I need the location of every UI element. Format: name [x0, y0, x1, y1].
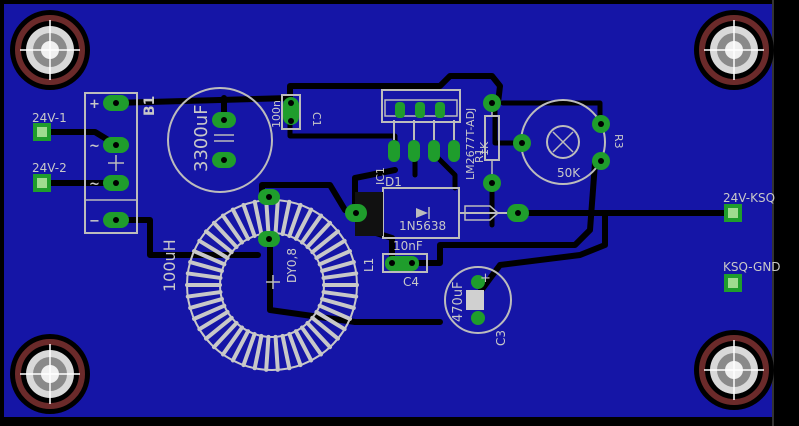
capacitor-c3: + 470uF C3: [444, 266, 512, 346]
toroid-winding: [197, 310, 230, 332]
capacitor-c3-value: 470uF: [451, 281, 466, 322]
toroid-winding: [204, 229, 234, 255]
inductor-l1-wire: DY0,8: [285, 248, 299, 283]
toroid-winding: [211, 220, 239, 249]
diode-d1-ref: D1: [385, 175, 402, 189]
connector-ksq-gnd-label: KSQ-GND: [723, 260, 781, 274]
toroid-winding: [310, 229, 340, 255]
toroid-winding: [293, 329, 314, 363]
connector-24v-ksq: 24V-KSQ: [723, 191, 775, 222]
capacitor-c3-polarity: +: [480, 271, 491, 286]
resistor-r1-value: 1K: [478, 141, 491, 156]
capacitor-c4-ref: C4: [403, 275, 419, 289]
toroid-winding: [204, 315, 234, 341]
potentiometer-r3: 50K R3: [513, 99, 625, 185]
toroid-winding: [211, 321, 239, 350]
connector-24v-1: 24V-1: [32, 111, 67, 141]
toroid-winding: [197, 238, 230, 260]
connector-ksq-gnd: KSQ-GND: [723, 260, 781, 292]
bridge-pin-3-label: ~: [89, 177, 100, 192]
regulator-ic1-part: LM2677T-ADJ: [464, 108, 477, 180]
diode-d1: D1 1N5638: [345, 175, 529, 239]
toroid-winding: [185, 271, 223, 280]
toroid-winding: [293, 207, 314, 241]
toroid-winding: [314, 310, 347, 332]
mounting-hole-bottom-right: [694, 330, 774, 410]
toroid-winding: [252, 333, 264, 371]
potentiometer-r3-ref: R3: [612, 134, 625, 149]
toroid-winding: [252, 199, 264, 237]
toroid-winding: [230, 329, 251, 363]
toroid-winding: [185, 290, 223, 299]
inductor-l1-ref: L1: [362, 258, 376, 272]
toroid-winding: [314, 238, 347, 260]
toroid-winding: [305, 321, 333, 350]
toroid-winding: [192, 303, 227, 321]
regulator-ic1: IC1 LM2677T-ADJ: [374, 89, 477, 185]
capacitor-c3-ref: C3: [494, 330, 508, 346]
resistor-r1: 1K R1: [473, 94, 501, 192]
toroid-winding: [264, 334, 271, 372]
diode-d1-part: 1N5638: [399, 219, 446, 233]
connector-24v-2: 24V-2: [32, 161, 67, 192]
toroid-winding: [220, 325, 245, 357]
potentiometer-r3-value: 50K: [557, 166, 581, 180]
inductor-l1: 100uH DY0,8 L1: [160, 189, 376, 372]
toroid-winding: [273, 334, 280, 372]
inductor-l1-value: 100uH: [160, 239, 179, 292]
toroid-winding: [320, 260, 356, 273]
toroid-windings: [185, 198, 359, 372]
toroid-winding: [241, 202, 257, 239]
connector-24v-ksq-label: 24V-KSQ: [723, 191, 775, 205]
toroid-winding: [317, 303, 352, 321]
capacitor-c1: 100n C1: [270, 94, 323, 130]
toroid-winding: [317, 249, 352, 267]
bridge-ref-label: B1: [142, 96, 158, 116]
toroid-winding: [310, 315, 340, 341]
toroid-winding: [230, 207, 251, 241]
toroid-winding: [280, 333, 292, 371]
connector-24v-1-label: 24V-1: [32, 111, 67, 125]
toroid-winding: [299, 325, 324, 357]
bridge-pin-2-label: ~: [89, 139, 100, 154]
mounting-hole-bottom-left: [10, 334, 90, 414]
toroid-winding: [321, 271, 359, 280]
toroid-winding: [287, 202, 303, 239]
capacitor-c1-value: 100n: [270, 100, 283, 128]
toroid-winding: [220, 213, 245, 245]
toroid-winding: [192, 249, 227, 267]
toroid-winding: [299, 213, 324, 245]
toroid-winding: [188, 260, 224, 273]
bridge-pin-4-label: −: [89, 214, 100, 229]
mounting-hole-top-right: [694, 10, 774, 90]
toroid-winding: [321, 290, 359, 299]
capacitor-c4-value: 10nF: [393, 239, 423, 253]
capacitor-c1-ref: C1: [310, 112, 323, 127]
toroid-winding: [280, 199, 292, 237]
toroid-winding: [320, 297, 356, 310]
mounting-hole-top-left: [10, 10, 90, 90]
connector-24v-2-label: 24V-2: [32, 161, 67, 175]
board-edge: [772, 0, 774, 426]
toroid-winding: [273, 198, 280, 236]
capacitor-3300uf-value: 3300uF: [191, 104, 212, 172]
bridge-rectifier-b1: + ~ ~ − B1: [84, 92, 158, 234]
toroid-winding: [241, 331, 257, 368]
toroid-winding: [188, 297, 224, 310]
toroid-winding: [287, 331, 303, 368]
toroid-winding: [264, 198, 271, 236]
capacitor-3300uf: 3300uF: [167, 87, 273, 193]
bridge-pin-1-label: +: [89, 97, 100, 112]
toroid-winding: [305, 220, 333, 249]
resistor-r1-ref: R1: [473, 148, 486, 163]
capacitor-c4: 10nF C4: [382, 239, 428, 289]
regulator-ic1-ref: IC1: [374, 167, 387, 185]
